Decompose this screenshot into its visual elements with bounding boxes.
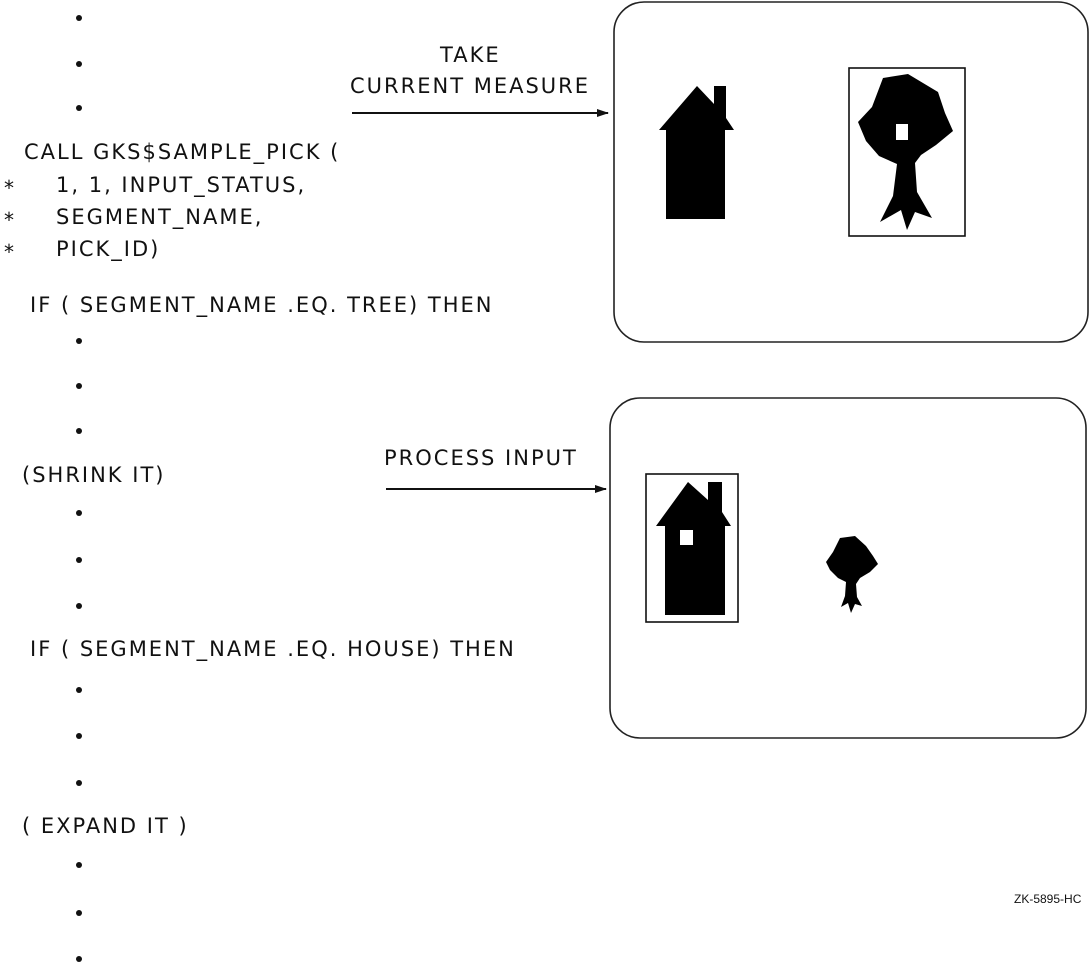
ellipsis-dot <box>76 15 82 21</box>
pick-highlight-box <box>848 67 966 237</box>
continuation-marker: * <box>4 208 14 232</box>
tree-icon <box>826 536 878 613</box>
call-argument-line: SEGMENT_NAME, <box>56 205 264 229</box>
call-argument-line: PICK_ID) <box>56 237 161 261</box>
shrink-comment: (SHRINK IT) <box>22 463 166 487</box>
ellipsis-dot <box>76 956 82 962</box>
ellipsis-dot <box>76 383 82 389</box>
process-input-label: PROCESS INPUT <box>384 446 578 470</box>
tree-icon <box>858 74 953 230</box>
ellipsis-dot <box>76 510 82 516</box>
ellipsis-dot <box>76 733 82 739</box>
ellipsis-dot <box>76 428 82 434</box>
display-screen-top <box>613 1 1089 343</box>
ellipsis-dot <box>76 338 82 344</box>
continuation-marker: * <box>4 176 14 200</box>
ellipsis-dot <box>76 910 82 916</box>
ellipsis-dot <box>76 603 82 609</box>
figure-id: ZK-5895-HC <box>1014 892 1082 906</box>
ellipsis-dot <box>76 687 82 693</box>
house-icon <box>659 86 734 219</box>
ellipsis-dot <box>76 61 82 67</box>
take-label: TAKE <box>440 43 501 67</box>
ellipsis-dot <box>76 557 82 563</box>
if-house-statement: IF ( SEGMENT_NAME .EQ. HOUSE) THEN <box>30 637 516 661</box>
display-screen-bottom <box>609 397 1087 739</box>
pick-highlight-box <box>645 473 739 623</box>
ellipsis-dot <box>76 780 82 786</box>
if-tree-statement: IF ( SEGMENT_NAME .EQ. TREE) THEN <box>30 293 494 317</box>
ellipsis-dot <box>76 862 82 868</box>
expand-comment: ( EXPAND IT ) <box>22 814 189 838</box>
continuation-marker: * <box>4 240 14 264</box>
ellipsis-dot <box>76 105 82 111</box>
house-icon <box>656 482 731 615</box>
current-measure-label: CURRENT MEASURE <box>350 74 591 98</box>
call-statement: CALL GKS$SAMPLE_PICK ( <box>24 140 341 164</box>
call-argument-line: 1, 1, INPUT_STATUS, <box>56 173 307 197</box>
